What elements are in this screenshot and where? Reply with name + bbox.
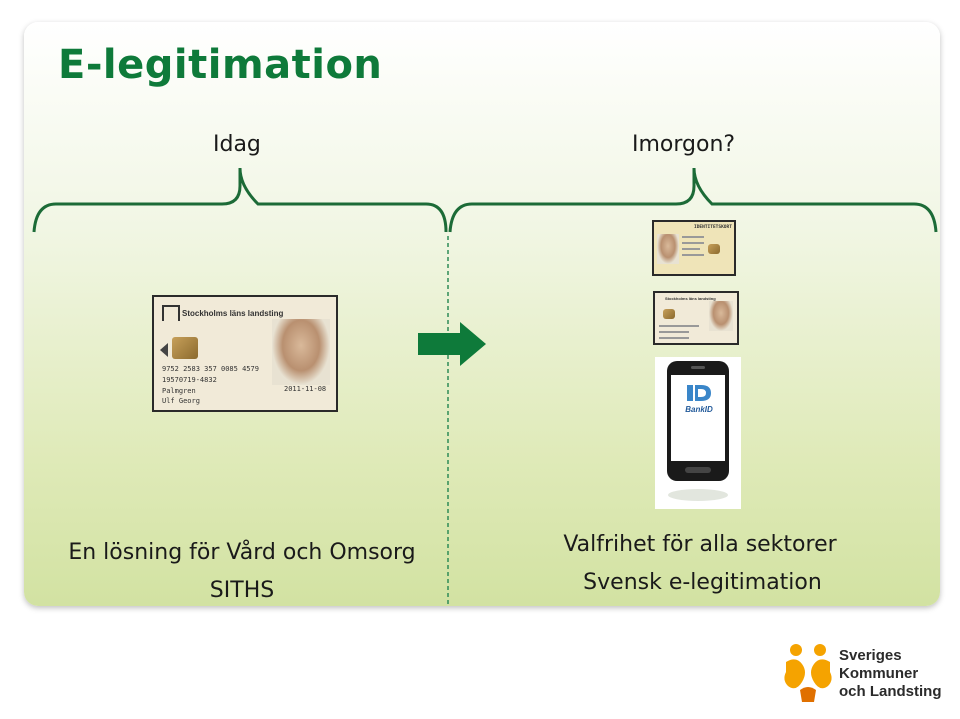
small-card-issuer: Stockholms läns landsting <box>665 296 716 301</box>
bankid-label: BankID <box>685 405 713 414</box>
smartcard-chip-icon <box>172 337 198 359</box>
left-caption-line1: En lösning för Vård och Omsorg <box>68 540 416 565</box>
slide-title: E-legitimation <box>58 42 383 88</box>
skl-logo-line3: och Landsting <box>839 683 942 700</box>
today-label: Idag <box>213 132 261 157</box>
bankid-icon <box>685 383 713 403</box>
id-card-heading: IDENTITETSKORT <box>694 225 732 230</box>
skl-logo-line1: Sveriges <box>839 647 902 664</box>
id-card-chip-icon <box>708 244 720 254</box>
siths-card-issuer: Stockholms läns landsting <box>182 309 284 318</box>
skl-logo-text: Sveriges Kommuner och Landsting <box>839 647 942 701</box>
right-bracket <box>448 167 938 233</box>
siths-card-number: 9752 2583 357 0085 4579 <box>162 365 259 373</box>
tomorrow-label: Imorgon? <box>632 132 736 157</box>
id-card-photo <box>657 234 679 264</box>
small-card-chip-icon <box>663 309 675 319</box>
siths-card-personal-id: 19570719-4832 <box>162 376 217 384</box>
small-siths-card: Stockholms läns landsting <box>653 291 739 345</box>
left-caption-line2: SITHS <box>209 578 275 603</box>
smartphone: BankID <box>655 357 741 509</box>
small-card-photo <box>709 301 733 331</box>
skl-logo-icon <box>780 636 836 704</box>
siths-card-photo <box>272 319 330 385</box>
id-card: IDENTITETSKORT <box>652 220 736 276</box>
left-bracket <box>32 167 448 233</box>
siths-card-surname: Palmgren <box>162 387 196 395</box>
right-arrow-icon <box>418 322 486 366</box>
siths-card-date: 2011-11-08 <box>284 385 327 393</box>
siths-card: Stockholms läns landsting 9752 2583 357 … <box>152 295 338 412</box>
right-caption-line2: Svensk e-legitimation <box>583 570 822 595</box>
skl-logo-line2: Kommuner <box>839 665 919 682</box>
right-caption-line1: Valfrihet för alla sektorer <box>563 532 837 557</box>
siths-card-given-name: Ulf Georg <box>162 397 200 405</box>
